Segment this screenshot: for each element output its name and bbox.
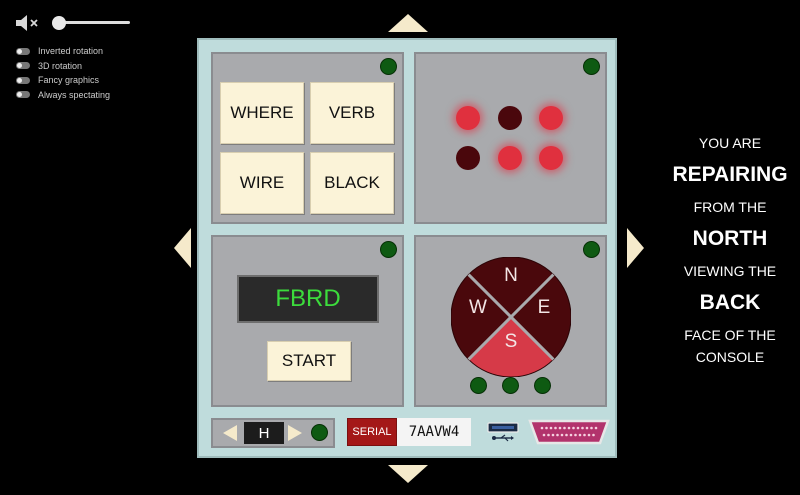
toggle-label: 3D rotation	[38, 60, 83, 71]
toggle-label: Fancy graphics	[38, 75, 100, 86]
serial-value: 7AAVW4	[397, 418, 471, 446]
settings-toggles: Inverted rotation 3D rotation Fancy grap…	[16, 44, 110, 102]
toggle-switch[interactable]	[16, 76, 30, 84]
parallel-port-icon	[528, 419, 610, 445]
module-status-led	[583, 58, 600, 75]
toggle-always-spectating[interactable]: Always spectating	[16, 88, 110, 103]
letter-prev-arrow-icon[interactable]	[223, 425, 237, 441]
word-button-3[interactable]: WIRE	[220, 152, 304, 214]
compass-label-east: E	[537, 297, 551, 318]
word-button-2[interactable]: VERB	[310, 82, 394, 144]
toggle-label: Inverted rotation	[38, 46, 104, 57]
letter-display: H	[244, 422, 284, 444]
code-display-text: FBRD	[275, 285, 341, 312]
word-button-4[interactable]: BLACK	[310, 152, 394, 214]
compass-module: N E S W	[414, 235, 607, 407]
toggle-label: Always spectating	[38, 89, 111, 100]
rotate-left-arrow-icon[interactable]	[174, 228, 191, 268]
status-line: FACE OF THE	[684, 327, 776, 343]
compass-sector-north[interactable]	[467, 257, 555, 318]
rotate-up-arrow-icon[interactable]	[388, 14, 428, 32]
status-direction: NORTH	[692, 227, 768, 250]
display-module: FBRD START	[211, 235, 404, 407]
dots-module	[414, 52, 607, 224]
status-line: FROM THE	[693, 199, 767, 215]
volume-slider[interactable]	[52, 16, 130, 30]
compass-led	[470, 377, 487, 394]
toggle-inverted-rotation[interactable]: Inverted rotation	[16, 44, 110, 59]
status-action: REPAIRING	[672, 163, 788, 186]
compass-sector-south[interactable]	[467, 316, 555, 377]
rotate-right-arrow-icon[interactable]	[627, 228, 644, 268]
compass-led	[502, 377, 519, 394]
compass-sector-east[interactable]	[510, 273, 571, 361]
serial-label: SERIAL	[347, 418, 397, 446]
compass-sector-west[interactable]	[451, 273, 512, 361]
toggle-switch[interactable]	[16, 62, 30, 70]
module-status-led	[583, 241, 600, 258]
dot-light[interactable]	[498, 146, 522, 170]
toggle-switch[interactable]	[16, 91, 30, 99]
status-line: VIEWING THE	[683, 263, 777, 279]
compass-label-north: N	[504, 265, 518, 286]
letter-next-arrow-icon[interactable]	[288, 425, 302, 441]
word-buttons-module: WHERE VERB WIRE BLACK	[211, 52, 404, 224]
toggle-switch[interactable]	[16, 47, 30, 55]
code-display: FBRD	[237, 275, 379, 323]
volume-track	[58, 21, 130, 24]
status-line: CONSOLE	[695, 349, 765, 365]
dot-light[interactable]	[456, 106, 480, 130]
player-status: YOU ARE REPAIRING FROM THE NORTH VIEWING…	[660, 132, 800, 368]
serial-number-tag: SERIAL 7AAVW4	[347, 418, 471, 446]
dot-light[interactable]	[456, 146, 480, 170]
status-face: BACK	[699, 291, 761, 314]
status-line: YOU ARE	[698, 135, 762, 151]
dot-light[interactable]	[498, 106, 522, 130]
start-button[interactable]: START	[267, 341, 351, 381]
dot-light[interactable]	[539, 106, 563, 130]
toggle-3d-rotation[interactable]: 3D rotation	[16, 59, 110, 74]
word-button-1[interactable]: WHERE	[220, 82, 304, 144]
toggle-fancy-graphics[interactable]: Fancy graphics	[16, 73, 110, 88]
rotate-down-arrow-icon[interactable]	[388, 465, 428, 483]
compass-label-south: S	[504, 331, 518, 352]
compass-led	[534, 377, 551, 394]
usb-port-icon	[487, 422, 519, 442]
compass-dial	[451, 257, 571, 377]
speaker-muted-icon[interactable]	[14, 12, 42, 34]
dot-light[interactable]	[539, 146, 563, 170]
module-status-led	[311, 424, 328, 441]
module-status-led	[380, 241, 397, 258]
letter-selector: H	[211, 418, 335, 448]
volume-knob[interactable]	[52, 16, 66, 30]
bomb-console: WHERE VERB WIRE BLACK FBRD START N	[197, 38, 617, 458]
compass-label-west: W	[469, 297, 487, 318]
module-status-led	[380, 58, 397, 75]
